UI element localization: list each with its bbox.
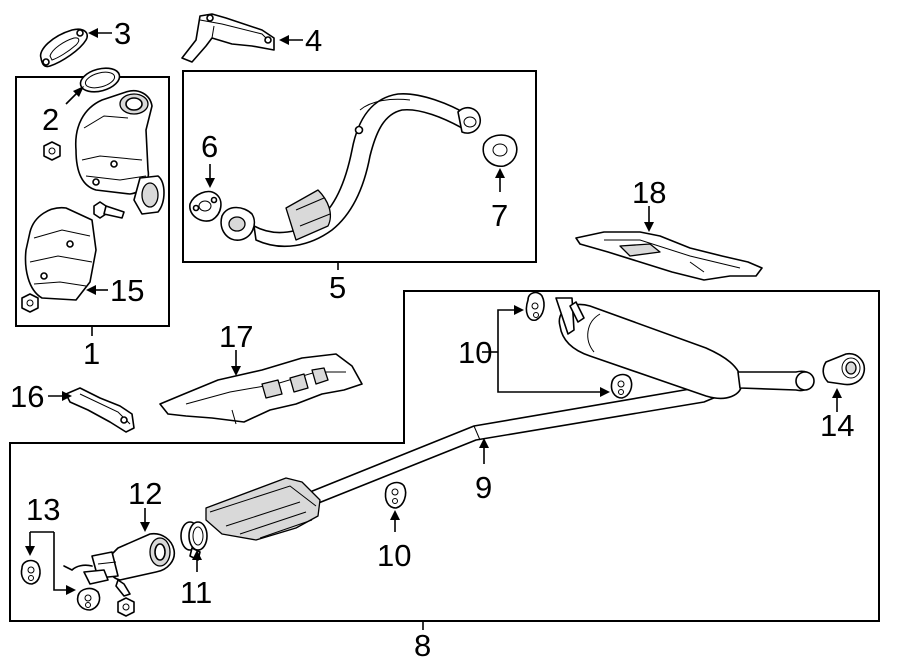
part-15-nut[interactable]: [21, 293, 39, 313]
callout-9: 9: [475, 470, 492, 505]
callout-1: 1: [83, 336, 100, 371]
callout-5: 5: [329, 270, 346, 305]
callout-11: 11: [180, 575, 212, 610]
part-16-bracket[interactable]: [65, 387, 135, 433]
callout-8: 8: [414, 628, 431, 661]
callout-10-lower: 10: [377, 538, 411, 573]
part-18-heat-shield[interactable]: [575, 231, 763, 281]
callout-13: 13: [26, 492, 60, 527]
part-3-gasket[interactable]: [39, 28, 88, 68]
callout-6: 6: [201, 129, 218, 164]
part-6-gasket[interactable]: [189, 190, 222, 222]
part-1-nut[interactable]: [43, 141, 61, 161]
part-11-clamp[interactable]: [180, 521, 208, 561]
part-15-heat-shield[interactable]: [24, 207, 97, 301]
group-box-5: [182, 70, 537, 263]
part-13-hanger-left[interactable]: [20, 559, 41, 585]
group-box-8: [9, 290, 880, 622]
callout-15: 15: [110, 273, 144, 308]
part-4-heat-shield[interactable]: [181, 13, 275, 63]
callout-3: 3: [114, 16, 131, 51]
part-5-front-pipe[interactable]: [220, 93, 482, 248]
part-9-muffler-assembly[interactable]: [299, 297, 815, 509]
part-14-exhaust-tip[interactable]: [822, 352, 866, 386]
part-17-heat-shield[interactable]: [159, 353, 363, 425]
part-1-bolt[interactable]: [93, 201, 125, 219]
callout-2: 2: [42, 102, 59, 137]
callout-12: 12: [128, 476, 162, 511]
callout-18: 18: [632, 175, 666, 210]
part-10-hanger-middle[interactable]: [610, 373, 633, 399]
callout-7: 7: [491, 198, 508, 233]
callout-14: 14: [820, 408, 854, 443]
part-10-hanger-upper[interactable]: [525, 291, 545, 322]
part-13-hanger-right[interactable]: [76, 587, 101, 611]
part-12-nut[interactable]: [117, 597, 135, 617]
callout-17: 17: [219, 319, 253, 354]
part-9-front-muffler[interactable]: [205, 477, 321, 541]
part-12-catalytic-converter[interactable]: [63, 532, 176, 597]
callout-4: 4: [305, 23, 322, 58]
callout-16: 16: [10, 379, 44, 414]
part-1-exhaust-manifold[interactable]: [74, 90, 165, 215]
part-2-gasket-ring[interactable]: [78, 64, 122, 96]
part-7-gasket[interactable]: [482, 134, 518, 168]
callout-10-upper: 10: [458, 335, 492, 370]
part-10-hanger-lower[interactable]: [384, 481, 407, 509]
